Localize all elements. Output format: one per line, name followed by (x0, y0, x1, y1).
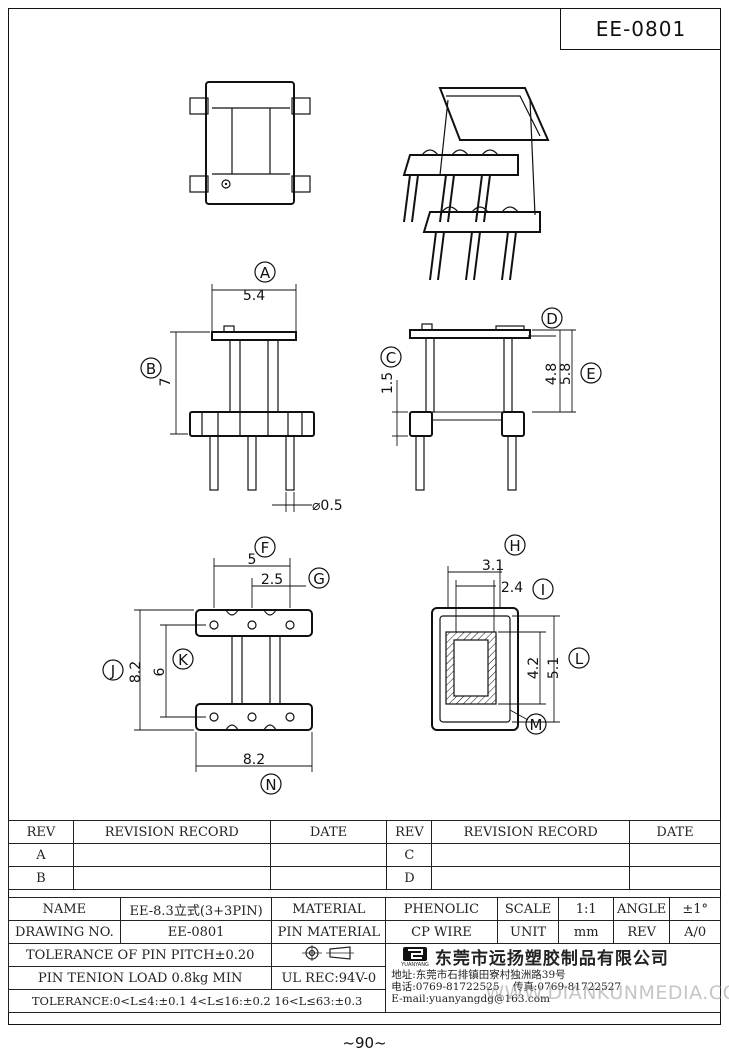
label-d: D (546, 310, 558, 328)
label-b: B (146, 360, 156, 378)
title-block: NAME EE-8.3立式(3+3PIN) MATERIAL PHENOLIC … (7, 897, 729, 1013)
tolerance-pin-pitch: TOLERANCE OF PIN PITCH±0.20 (7, 943, 273, 967)
dim-n-value: 8.2 (243, 752, 265, 768)
label-h: H (509, 537, 520, 555)
material-value: PHENOLIC (385, 897, 498, 921)
company-name: 东莞市远扬塑胶制品有限公司 (434, 949, 669, 969)
rev-row-a: A (8, 843, 74, 867)
label-g: G (313, 570, 325, 588)
angle-label: ANGLE (613, 897, 671, 921)
rev-header: REV (8, 820, 74, 844)
section-view: 3.1 H 2.4 I 4.2 5.1 L M (431, 534, 590, 735)
unit-label: UNIT (496, 920, 560, 944)
front-view: 5.4 A 7 B ⌀0.5 (140, 261, 343, 514)
scale-value: 1:1 (558, 897, 615, 921)
unit-value: mm (558, 920, 615, 944)
drawing-no-value: EE-0801 (119, 920, 273, 944)
pin-material-value: CP WIRE (385, 920, 498, 944)
dim-g-value: 2.5 (261, 572, 283, 588)
drawing-sheet (8, 8, 721, 1025)
dim-j-value: 8.2 (128, 661, 144, 683)
scale-label: SCALE (496, 897, 560, 921)
dim-f-value: 5 (248, 552, 257, 568)
general-tolerance: TOLERANCE:0<L≤4:±0.1 4<L≤16:±0.2 16<L≤63… (7, 989, 387, 1013)
bottom-view: 5 F 2.5 G 8.2 J 6 K 8.2 (102, 536, 330, 795)
rev-value: A/0 (669, 920, 721, 944)
dim-pin-value: ⌀0.5 (312, 498, 343, 514)
top-view (189, 81, 311, 205)
material-label: MATERIAL (271, 897, 387, 921)
angle-value: ±1° (669, 897, 721, 921)
watermark: WWW.DIANKUNMEDIA.COM (485, 982, 729, 1004)
company-logo: YUANYANG (401, 946, 429, 968)
rev-row-d: D (386, 866, 433, 890)
dim-l1-value: 4.2 (526, 657, 542, 679)
label-e: E (586, 365, 595, 383)
part-code: EE-0801 (560, 8, 721, 50)
label-i: I (541, 581, 545, 599)
logo-mark-icon (403, 946, 428, 961)
rev-row-b: B (8, 866, 74, 890)
side-view: 1.5 C 4.8 5.8 D E (380, 307, 602, 491)
label-m: M (530, 716, 543, 734)
dim-c-value: 1.5 (380, 372, 396, 394)
revision-table: REV REVISION RECORD DATE REV REVISION RE… (8, 820, 721, 890)
dim-d-value: 4.8 (544, 363, 560, 385)
label-a: A (260, 264, 271, 282)
dim-a-value: 5.4 (243, 288, 265, 304)
company-address: 地址:东莞市石排镇田寮村独洲路39号 (391, 969, 566, 981)
drawing-no-label: DRAWING NO. (8, 920, 121, 944)
name-label: NAME (8, 897, 121, 921)
dim-e-value: 5.8 (558, 363, 574, 385)
dim-l2-value: 5.1 (546, 657, 562, 679)
isometric-view (402, 87, 550, 281)
ul-rec: UL REC:94V-0 (271, 966, 387, 990)
rev-label: REV (613, 920, 671, 944)
page-number: ~90~ (342, 1034, 387, 1052)
dim-b-value: 7 (158, 378, 174, 387)
label-f: F (261, 539, 270, 557)
date-header: DATE (269, 820, 388, 844)
revision-record-header: REVISION RECORD (72, 820, 271, 844)
projection-symbol (271, 943, 387, 967)
company-phone: 电话:0769-81722525 (391, 981, 500, 993)
revision-record-header-right: REVISION RECORD (431, 820, 631, 844)
company-block: YUANYANG 东莞市远扬塑胶制品有限公司 地址:东莞市石排镇田寮村独洲路39… (385, 943, 729, 1013)
company-fax: 传真:0769-81722527 (512, 981, 622, 993)
label-j: J (110, 662, 115, 680)
pin-tension-load: PIN TENION LOAD 0.8kg MIN (7, 966, 273, 990)
label-k: K (178, 651, 189, 669)
name-value: EE-8.3立式(3+3PIN) (119, 897, 273, 921)
rev-header-right: REV (386, 820, 433, 844)
dim-h-value: 3.1 (482, 558, 504, 574)
dim-i-value: 2.4 (501, 580, 523, 596)
projection-symbol-icon (301, 945, 354, 961)
technical-drawing: 5.4 A 7 B ⌀0.5 (102, 81, 602, 795)
label-l: L (575, 650, 584, 668)
pin-material-label: PIN MATERIAL (271, 920, 387, 944)
label-c: C (386, 349, 396, 367)
company-email: E-mail:yuanyangdg@163.com (391, 993, 551, 1005)
date-header-right: DATE (629, 820, 721, 844)
label-n: N (265, 776, 276, 794)
dim-k-value: 6 (152, 667, 168, 676)
rev-row-c: C (386, 843, 433, 867)
